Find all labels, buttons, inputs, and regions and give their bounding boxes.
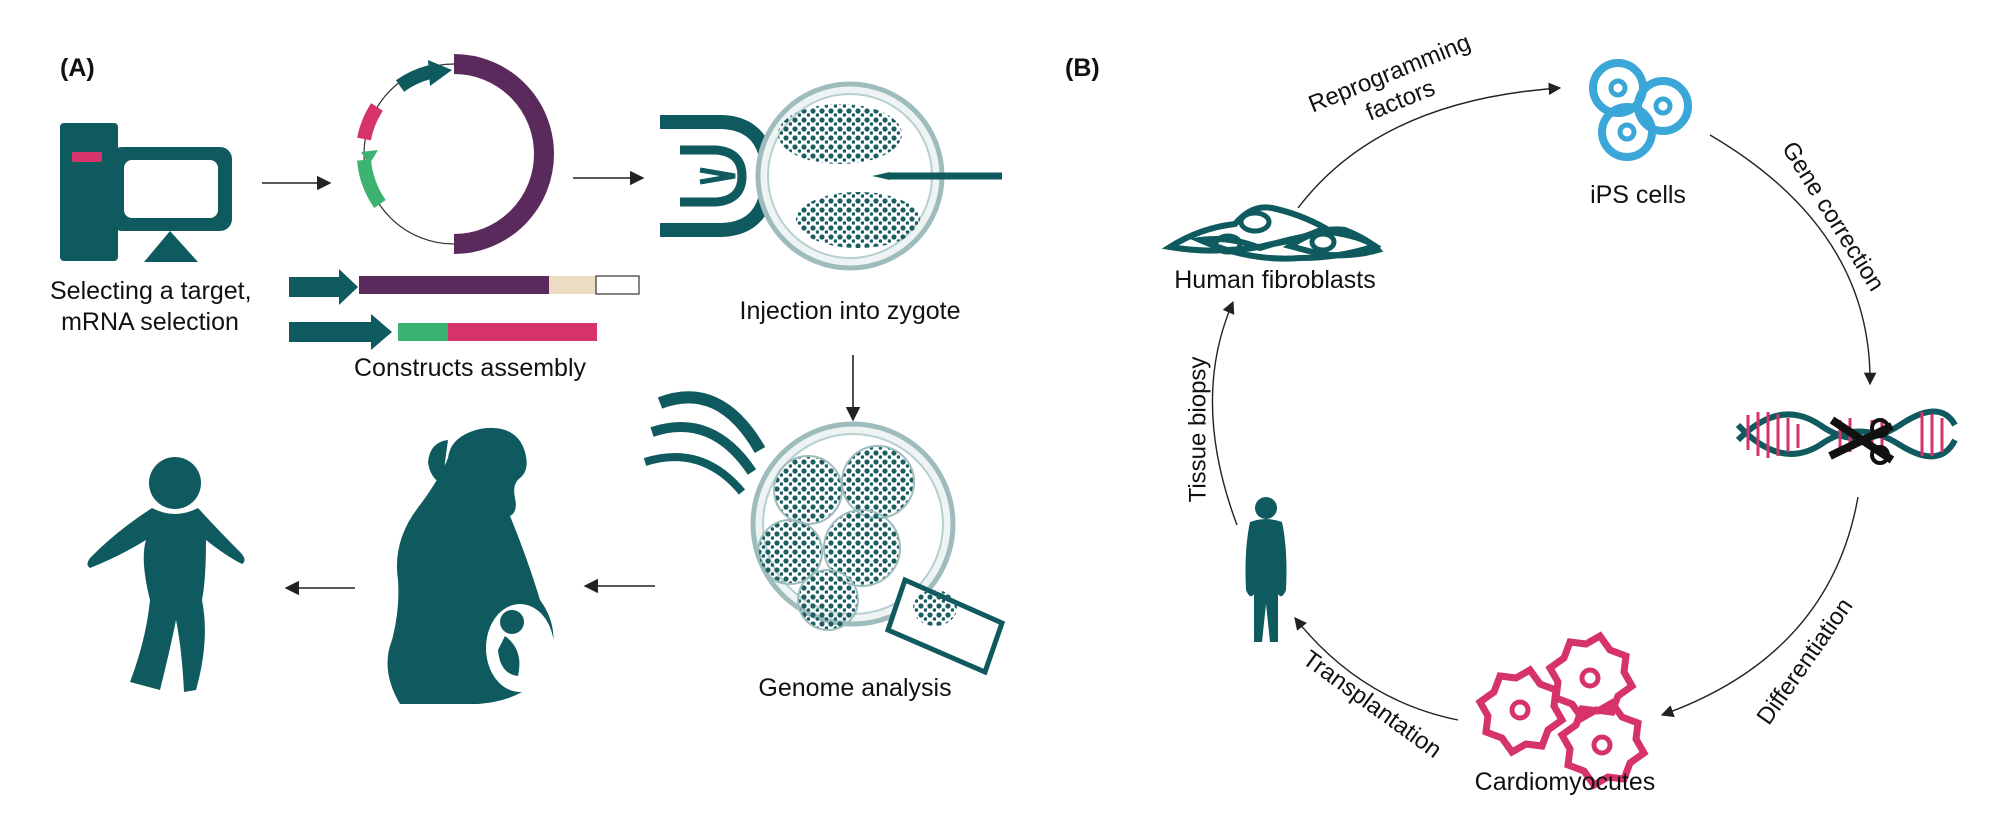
panel-b-label: (B): [1065, 54, 1100, 82]
step-target-line-2: mRNA selection: [61, 308, 239, 336]
step-target-label: Selecting a target, mRNA selection: [50, 276, 252, 338]
step-genome-label: Genome analysis: [758, 674, 952, 702]
construct-bars-icon: [289, 269, 640, 350]
zygote-injection-icon: [660, 81, 1002, 271]
node-fibroblasts-label: Human fibroblasts: [1174, 266, 1376, 294]
step-constructs-label: Constructs assembly: [353, 354, 587, 382]
edge-tissue-biopsy-label: Tissue biopsy: [1184, 356, 1212, 503]
step-injection-label: Injection into zygote: [739, 297, 961, 325]
panel-a-label: (A): [60, 54, 95, 82]
node-ips-label: iPS cells: [1590, 181, 1686, 209]
node-cardio-label: Cardiomyocutes: [1474, 768, 1656, 796]
computer-icon: [60, 123, 232, 262]
fibroblast-icon: [1161, 204, 1384, 262]
cardiomyocyte-icon: [1475, 631, 1649, 790]
ips-cells-icon: [1589, 59, 1692, 161]
step-target-line-1: Selecting a target,: [50, 277, 252, 305]
pregnant-woman-icon: [387, 427, 554, 704]
embryo-biopsy-icon: [643, 391, 1006, 676]
baby-icon: [87, 457, 245, 692]
person-icon: [1245, 497, 1287, 642]
dna-scissors-icon: [1735, 408, 1958, 465]
plasmid-icon: [357, 54, 554, 254]
